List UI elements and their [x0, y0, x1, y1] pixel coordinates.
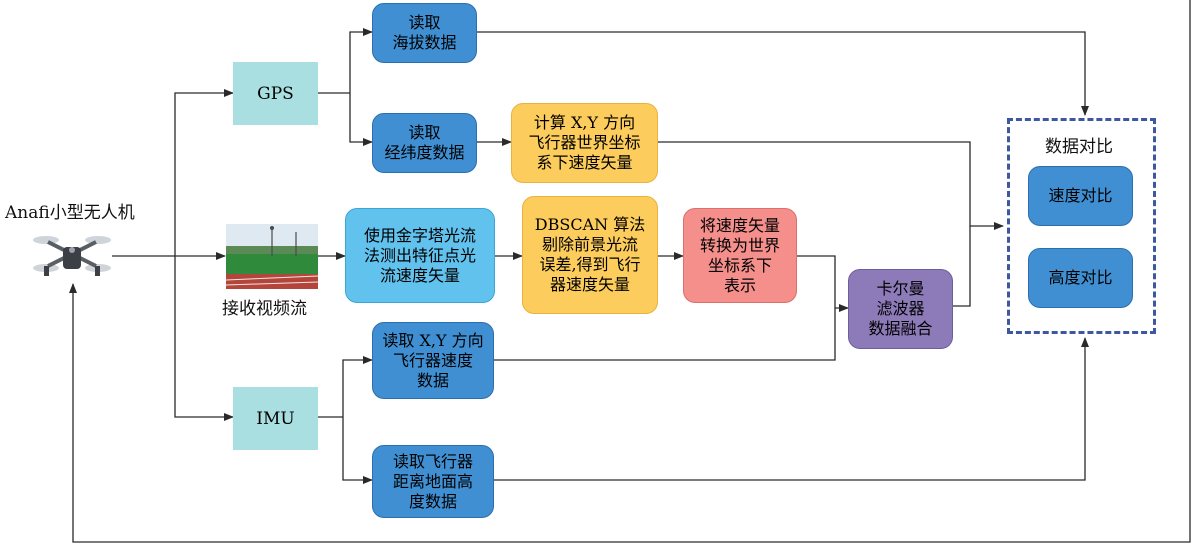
imu-node: IMU	[233, 387, 318, 450]
compute-xy-node: 计算 X,Y 方向 飞行器世界坐标 系下速度矢量	[511, 103, 658, 183]
speed-comparison-node: 速度对比	[1028, 166, 1133, 226]
kalman-node: 卡尔曼 滤波器 数据融合	[848, 269, 953, 349]
data-comparison-group	[1007, 118, 1156, 334]
edge-gps-latlon	[349, 93, 373, 146]
edge-transform-kalman	[797, 255, 849, 312]
edge-drone-gps	[174, 89, 234, 256]
drone-title: Anafi小型无人机	[5, 203, 135, 223]
edge-feedback-drone	[69, 0, 1191, 543]
read-altitude-node: 读取 海拔数据	[372, 3, 477, 63]
height-comparison-node: 高度对比	[1028, 248, 1133, 308]
edge-drone-imu	[174, 256, 234, 421]
read-height-node: 读取飞行器 距离地面高 度数据	[372, 445, 494, 518]
transform-node: 将速度矢量 转换为世界 坐标系下 表示	[683, 208, 797, 303]
edge-imu-height	[342, 417, 373, 484]
read-xy-velocity-node: 读取 X,Y 方向 飞行器速度 数据	[372, 322, 494, 399]
video-caption: 接收视频流	[222, 299, 307, 319]
edge-height-compare	[494, 337, 1089, 481]
comparison-title: 数据对比	[1045, 137, 1113, 157]
edge-gps-altitude	[349, 28, 373, 93]
edge-altitude-compare	[477, 31, 1089, 116]
edge-xy-kalman	[494, 308, 836, 361]
edge-imu-xy	[342, 356, 373, 417]
gps-node: GPS	[233, 62, 318, 125]
optical-flow-node: 使用金字塔光流 法测出特征点光 流速度矢量	[345, 208, 495, 303]
running-track-photo	[225, 224, 319, 289]
edge-compute-compare	[658, 141, 1004, 230]
edge-kalman-compare	[953, 226, 971, 307]
quadcopter-drone-icon	[33, 236, 111, 276]
read-latlon-node: 读取 经纬度数据	[372, 113, 477, 173]
dbscan-node: DBSCAN 算法 剔除前景光流 误差,得到飞行 器速度矢量	[522, 196, 658, 314]
